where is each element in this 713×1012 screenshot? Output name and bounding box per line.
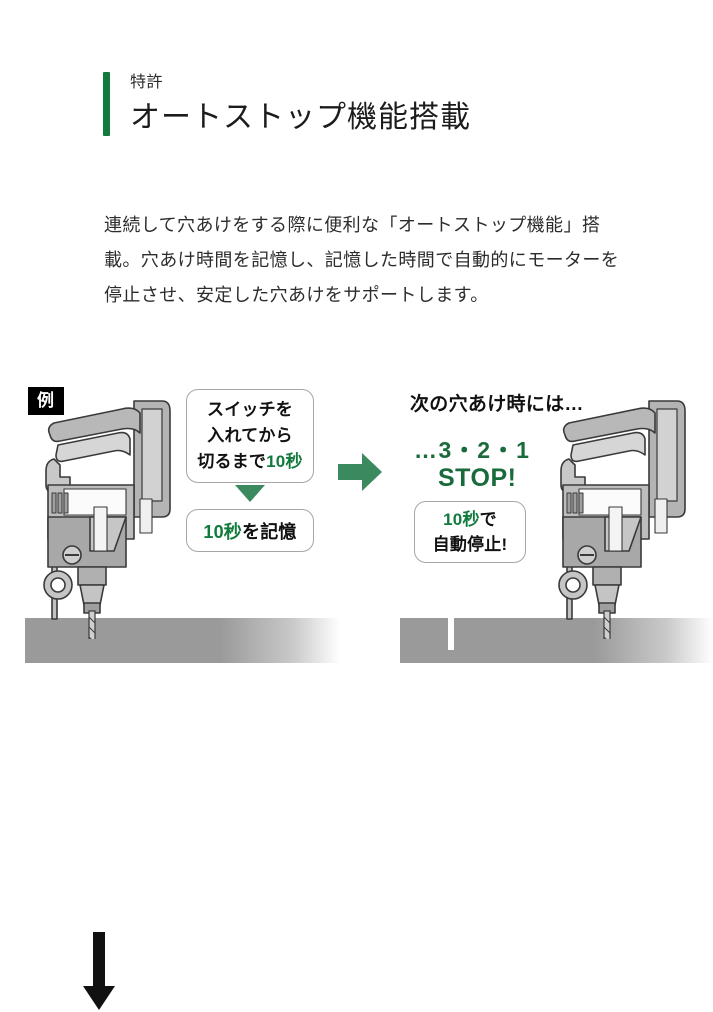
example-badge: 例 <box>28 387 64 415</box>
stop-text: STOP! <box>438 464 517 492</box>
drill-bit-left <box>88 610 96 639</box>
header-text-group: 特許 オートストップ機能搭載 <box>130 72 471 136</box>
callout-autostop-line2: 自動停止! <box>432 535 508 554</box>
callout-switch-line3: 切るまで10秒 <box>197 449 302 475</box>
callout-switch-line3-plain: 切るまで <box>197 452 267 471</box>
eyebrow-label: 特許 <box>130 74 164 91</box>
page-title: オートストップ機能搭載 <box>130 101 471 134</box>
down-arrow-icon <box>83 932 115 1010</box>
callout-memorize-accent: 10秒 <box>203 521 242 542</box>
lead-paragraph: 連続して穴あけをする際に便利な「オートストップ機能」搭載。穴あけ時間を記憶し、記… <box>104 215 620 305</box>
callout-autostop-accent: 10秒 <box>443 510 480 529</box>
countdown-text: …3・2・1 <box>414 437 531 463</box>
callout-switch-line2: 入れてから <box>207 426 293 445</box>
next-drill-heading: 次の穴あけ時には… <box>410 394 584 415</box>
callout-switch-duration: スイッチを 入れてから 切るまで10秒 <box>186 389 314 483</box>
callout-memorize-line: 10秒を記憶 <box>203 518 296 544</box>
callout-autostop-plain: で <box>479 510 497 529</box>
ground-surface-left <box>25 618 340 663</box>
previously-drilled-hole <box>448 618 454 650</box>
accent-bar <box>103 72 110 136</box>
feature-diagram: 例 スイッチを 入れてから 切るまで10秒 10秒を記憶 次の穴あけ時には… …… <box>0 375 713 1010</box>
down-triangle-icon <box>235 485 265 502</box>
callout-switch-line3-accent: 10秒 <box>266 452 303 471</box>
callout-switch-line1: スイッチを <box>207 400 293 419</box>
callout-auto-stop: 10秒で 自動停止! <box>414 501 526 563</box>
right-arrow-icon <box>338 453 382 491</box>
page-header: 特許 オートストップ機能搭載 <box>103 72 471 136</box>
callout-memorize-plain: を記憶 <box>242 521 297 542</box>
drill-bit-right <box>603 610 611 639</box>
rotary-hammer-drill-illustration-right <box>558 400 686 639</box>
callout-autostop-line1: 10秒で <box>443 507 497 532</box>
rotary-hammer-drill-illustration-left <box>43 400 171 639</box>
callout-memorize: 10秒を記憶 <box>186 509 314 552</box>
